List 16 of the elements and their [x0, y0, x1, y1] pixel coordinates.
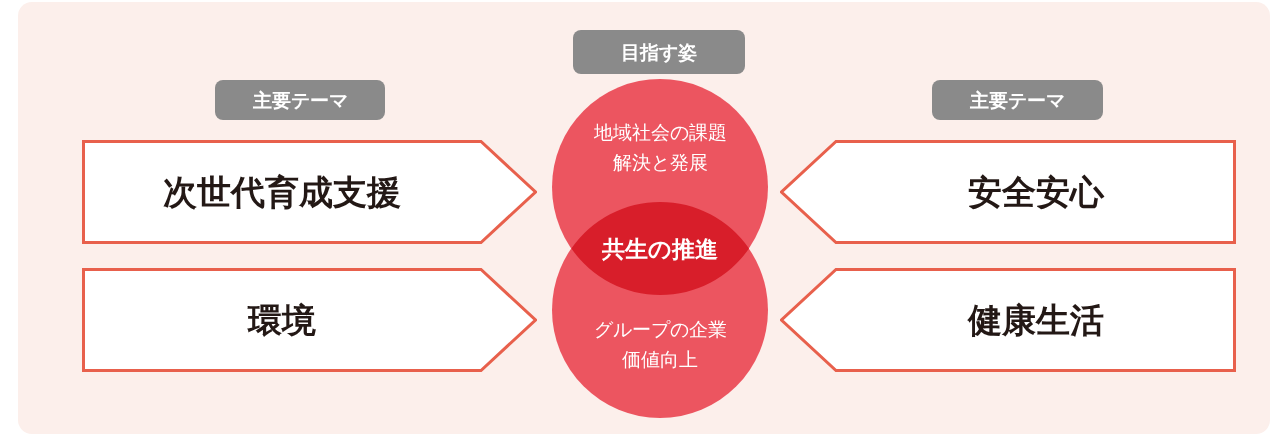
theme-arrow-box — [780, 268, 1236, 372]
tag-label: 目指す姿 — [620, 40, 698, 64]
theme-arrow-box — [82, 140, 537, 244]
theme-label: 健康生活 — [966, 299, 1105, 342]
tag-label: 主要テーマ — [969, 88, 1066, 112]
theme-label: 環境 — [246, 299, 317, 342]
theme-tag — [215, 80, 385, 120]
tag-label: 主要テーマ — [251, 88, 349, 112]
goal-tag — [573, 30, 745, 74]
theme-label: 安全安心 — [967, 171, 1106, 214]
theme-label: 次世代育成支援 — [161, 171, 402, 214]
circle-text: グループの企業価値向上 — [588, 314, 732, 374]
theme-arrow-box — [780, 140, 1236, 244]
theme-arrow-box — [82, 268, 537, 372]
circle-text: 地域社会の課題解決と発展 — [588, 117, 732, 177]
theme-tag — [932, 80, 1103, 120]
